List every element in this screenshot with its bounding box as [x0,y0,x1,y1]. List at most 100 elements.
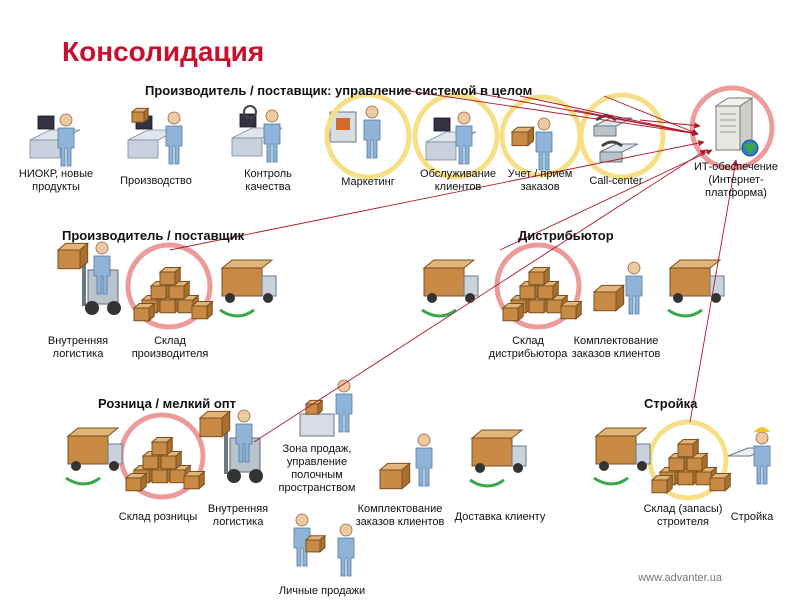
retail-warehouse-boxes-icon [124,436,206,492]
section-retail: Розница / мелкий опт [98,396,237,411]
box-icon [182,470,206,490]
box-icon [158,266,182,286]
return-arrow-icon [667,308,703,318]
footer-url: www.advanter.ua [638,572,722,584]
retail-picking-box-icon [378,462,412,490]
ring-it [689,85,775,171]
return-arrow-icon [65,476,101,486]
builder-warehouse-boxes-icon [650,438,732,494]
page-title: Консолидация [62,36,265,67]
box-icon [132,302,156,322]
box-icon [501,302,525,322]
driver-person-icon [235,409,253,463]
retail-picking-person-icon [415,433,433,487]
orders-box-icon [510,126,535,147]
production-person-icon [165,111,183,165]
prod-warehouse-boxes-icon [132,266,214,322]
ring-dist-warehouse [494,242,582,330]
section-distributor: Дистрибьютор [518,228,614,243]
ring-marketing [324,92,412,180]
production-desk-icon [127,115,179,159]
return-arrow-icon [219,308,255,318]
shopping-cart-icon [299,413,335,437]
box-icon [527,266,551,286]
dist-warehouse-boxes-icon [501,266,583,322]
return-arrow-icon [421,308,457,318]
arrow-construction [689,159,739,423]
section-top: Производитель / поставщик: управление си… [145,83,533,98]
arrow-top-6 [639,119,701,129]
callcenter-phone-icon-2 [599,140,639,163]
buyer-person-icon [337,523,355,577]
box-icon [56,242,90,270]
dist-picking-person-icon [625,261,643,315]
label-marketing: Маркетинг [341,176,395,188]
builder-person-icon [753,431,771,485]
label-callcenter: Call-center [589,175,643,187]
arrow-top-5 [603,95,699,135]
service-desk-icon [425,117,477,161]
label-construction-site: Стройка [730,511,774,523]
box-icon [650,474,674,494]
arrow-retail [253,149,707,443]
arrow-top-3 [519,95,699,136]
label-retail-warehouse: Склад розницы [118,511,198,523]
ring-callcenter [578,92,666,180]
return-arrow-icon [593,476,629,486]
marketing-person-icon [363,105,381,159]
arrow-producer [169,140,705,251]
box-icon [676,438,700,458]
box-icon [150,436,174,456]
section-construction: Стройка [644,396,698,411]
hard-hat-icon [754,427,770,432]
shopper-person-icon [335,379,353,433]
service-person-icon [455,111,473,165]
box-icon [708,472,732,492]
cart-box-icon [304,399,324,416]
ring-service [412,92,500,180]
orders-person-icon [535,117,553,171]
return-arrow-icon [469,478,505,488]
arrow-top-4 [573,109,699,137]
production-box-icon [130,107,150,124]
personal-sales-box-icon [304,534,327,553]
magnifier-icon [243,105,257,119]
section-producer: Производитель / поставщик [62,228,245,243]
box-icon [190,300,214,320]
retail-truck-icon [65,427,123,486]
arrow-top-1 [401,89,699,137]
prod-truck-icon [219,259,277,318]
dist-picking-box-icon [592,284,626,312]
marketing-chart-icon [336,118,350,130]
quality-person-icon [263,109,281,163]
label-production: Производство [120,175,192,187]
server-icon [714,97,759,157]
label-it: ИТ-обеспечение(Интернет-платформа) [693,161,779,199]
label-delivery: Доставка клиенту [454,511,546,523]
ring-prod-warehouse [125,242,213,330]
box-icon [124,472,148,492]
delivery-truck-icon [469,429,527,488]
dist-truck-in-icon [421,259,479,318]
driver-person-icon [93,241,111,295]
dist-truck-out-icon [667,259,725,318]
arrow-distributor [499,149,713,251]
label-personal-sales: Личные продажи [278,585,366,597]
label-builder-warehouse: Склад (запасы)строителя [643,503,723,528]
box-icon [198,410,232,438]
box-icon [559,300,583,320]
rnd-person-icon [57,113,75,167]
